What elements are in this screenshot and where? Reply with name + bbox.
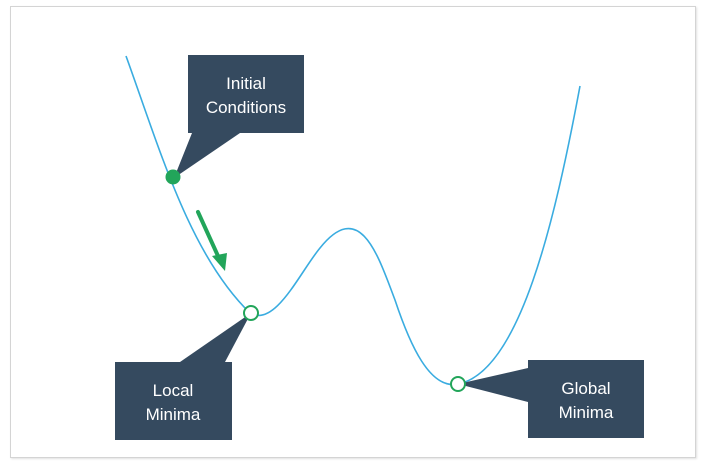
initial-callout-line1: Initial bbox=[226, 74, 266, 93]
global-callout-box bbox=[528, 360, 644, 438]
local-callout-line1: Local bbox=[153, 381, 194, 400]
initial-point-marker bbox=[165, 169, 181, 185]
descent-arrow-shaft bbox=[196, 210, 220, 258]
global-minimum-marker bbox=[450, 376, 466, 392]
initial-callout-pointer bbox=[174, 133, 240, 178]
initial-callout-box bbox=[188, 55, 304, 133]
global-callout-line2: Minima bbox=[559, 403, 614, 422]
local-callout-line2: Minima bbox=[146, 405, 201, 424]
local-minimum-marker bbox=[243, 305, 259, 321]
global-callout-pointer bbox=[458, 368, 528, 402]
initial-callout-line2: Conditions bbox=[206, 98, 286, 117]
local-callout-box bbox=[115, 362, 232, 440]
global-callout-line1: Global bbox=[561, 379, 610, 398]
descent-arrow-icon bbox=[212, 253, 227, 271]
local-callout-pointer bbox=[180, 313, 251, 362]
loss-curve bbox=[125, 55, 581, 386]
